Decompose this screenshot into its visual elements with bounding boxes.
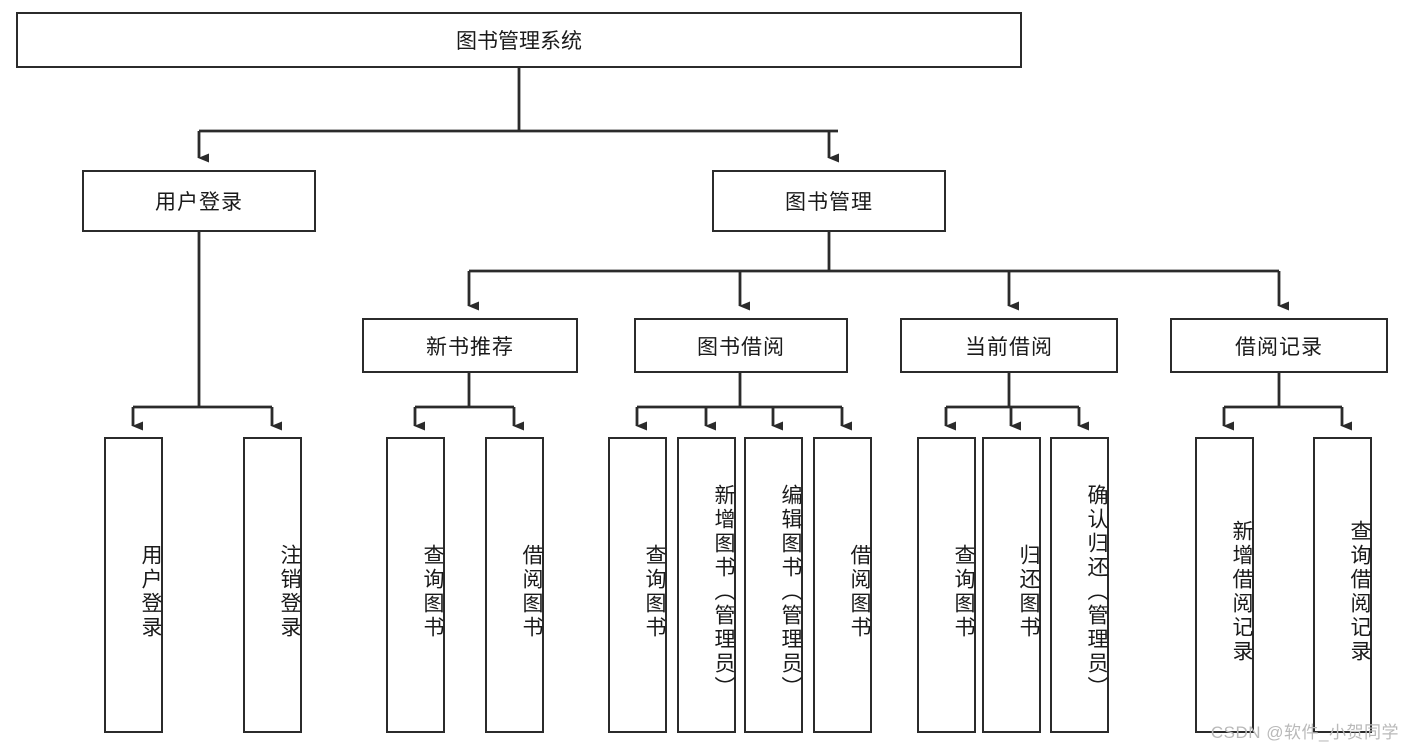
leaf-borrow-query-book[interactable]: 查询图书 <box>608 437 667 733</box>
leaf-current-query-book[interactable]: 查询图书 <box>917 437 976 733</box>
node-label: 归还图书 <box>1017 544 1040 640</box>
node-root-book-management-system[interactable]: 图书管理系统 <box>16 12 1022 68</box>
node-new-book-recommend[interactable]: 新书推荐 <box>362 318 578 373</box>
node-label: 查询图书 <box>421 544 444 640</box>
node-label: 图书借阅 <box>697 335 785 359</box>
leaf-record-add-record[interactable]: 新增借阅记录 <box>1195 437 1254 733</box>
node-label: 确认归还（管理员） <box>1085 484 1108 700</box>
node-label: 借阅图书 <box>520 544 543 640</box>
leaf-current-confirm-return-admin[interactable]: 确认归还（管理员） <box>1050 437 1109 733</box>
node-label: 当前借阅 <box>965 335 1053 359</box>
leaf-current-return-book[interactable]: 归还图书 <box>982 437 1041 733</box>
node-book-management[interactable]: 图书管理 <box>712 170 946 232</box>
node-current-borrow[interactable]: 当前借阅 <box>900 318 1118 373</box>
leaf-record-query-record[interactable]: 查询借阅记录 <box>1313 437 1372 733</box>
node-label: 借阅图书 <box>848 544 871 640</box>
node-borrow-record[interactable]: 借阅记录 <box>1170 318 1388 373</box>
node-label: 注销登录 <box>278 544 301 640</box>
node-label: 查询图书 <box>643 544 666 640</box>
node-label: 查询图书 <box>952 544 975 640</box>
leaf-user-login-logout[interactable]: 注销登录 <box>243 437 302 733</box>
leaf-borrow-borrow-book[interactable]: 借阅图书 <box>813 437 872 733</box>
node-label: 图书管理系统 <box>456 30 582 53</box>
leaf-recommend-query-book[interactable]: 查询图书 <box>386 437 445 733</box>
node-label: 借阅记录 <box>1235 335 1323 359</box>
watermark: CSDN @软件_小贺同学 <box>1210 723 1399 742</box>
node-label: 用户登录 <box>155 191 243 214</box>
leaf-borrow-edit-book-admin[interactable]: 编辑图书（管理员） <box>744 437 803 733</box>
leaf-recommend-borrow-book[interactable]: 借阅图书 <box>485 437 544 733</box>
node-label: 用户登录 <box>139 544 162 640</box>
node-label: 新增借阅记录 <box>1230 520 1253 664</box>
node-label: 查询借阅记录 <box>1348 520 1371 664</box>
node-book-borrow[interactable]: 图书借阅 <box>634 318 848 373</box>
leaf-borrow-add-book-admin[interactable]: 新增图书（管理员） <box>677 437 736 733</box>
node-label: 编辑图书（管理员） <box>779 484 802 700</box>
node-label: 图书管理 <box>785 191 873 214</box>
leaf-user-login-login[interactable]: 用户登录 <box>104 437 163 733</box>
node-label: 新增图书（管理员） <box>712 484 735 700</box>
node-label: 新书推荐 <box>426 335 514 359</box>
node-user-login[interactable]: 用户登录 <box>82 170 316 232</box>
